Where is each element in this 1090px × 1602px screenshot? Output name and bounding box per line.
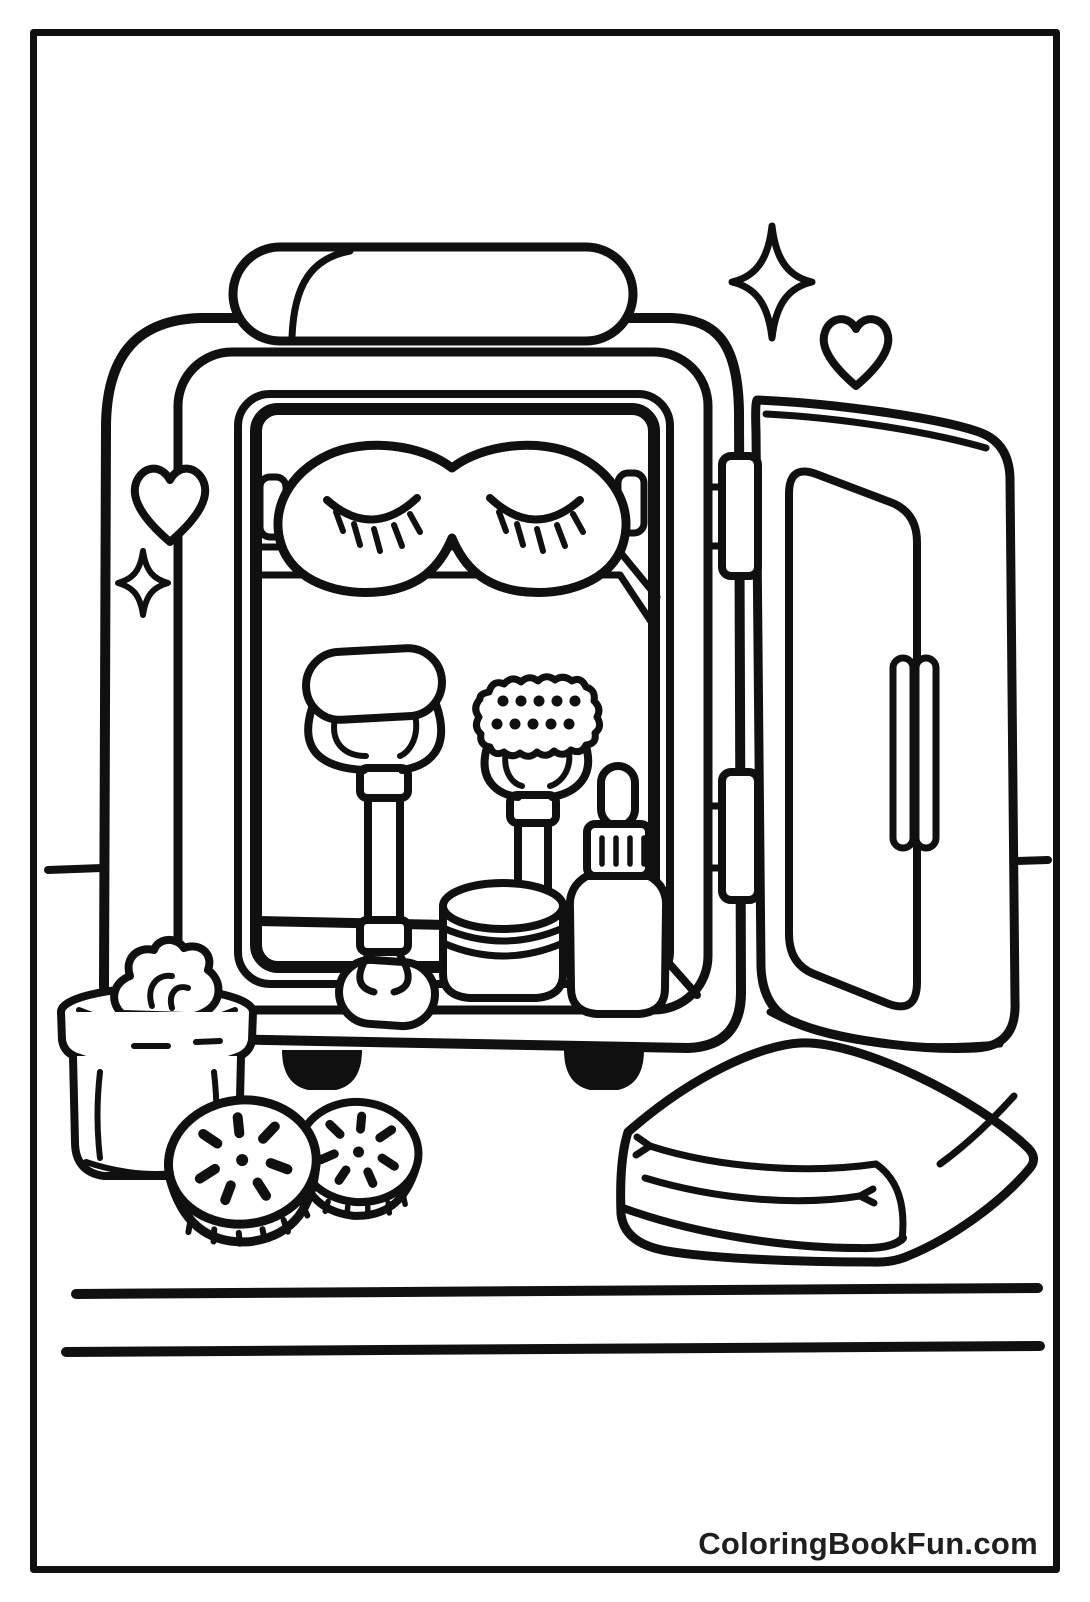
cucumber-slice-front (163, 1095, 321, 1247)
fridge-foot-right (564, 1050, 644, 1090)
heart-icon-right (819, 315, 893, 390)
towel-separator-line (619, 1204, 907, 1253)
mask-outline (273, 440, 631, 597)
towel-stack-outline (616, 1038, 1038, 1267)
serum-bottle (565, 762, 671, 1018)
fridge-lid-handle (228, 242, 638, 346)
table-lines (44, 856, 1052, 874)
towel-side-crease (936, 1092, 1018, 1168)
towel-roll-end (872, 1160, 907, 1244)
sleep-mask (256, 440, 648, 597)
towel-fold-line-2 (641, 1174, 864, 1205)
door-hinge-top (704, 452, 762, 580)
sparkle-icon-large (728, 222, 816, 342)
cream-jar-inside (439, 879, 567, 1002)
watermark-text: ColoringBookFun.com (698, 1526, 1038, 1561)
door-top-edge-line (762, 410, 990, 452)
fridge-door (704, 395, 1020, 1053)
derma-head (472, 673, 604, 760)
door-bottom-edge-line (766, 1008, 1004, 1051)
derma-head-dots (491, 695, 581, 730)
door-hinge-bottom (704, 768, 762, 904)
door-inner-panel (785, 467, 921, 1011)
door-handle (889, 654, 940, 852)
mini-fridge (99, 242, 747, 1090)
page-border-frame (30, 29, 1060, 1573)
closed-eye-left (323, 494, 423, 554)
towel-fold-line-1 (646, 1142, 880, 1173)
cucumber-seeds-front (194, 1112, 293, 1206)
counter-line-2 (61, 1341, 1045, 1357)
table-line-right (1013, 856, 1052, 865)
cucumber-seeds-back (316, 1111, 399, 1188)
fridge-face-outline (173, 347, 713, 1015)
table-line-left (44, 864, 106, 874)
serum-bottle-body (565, 872, 671, 1018)
roller-head (302, 644, 446, 724)
closed-eye-right (486, 494, 586, 554)
counter-line-1 (71, 1283, 1043, 1299)
jar-lid-top (439, 879, 567, 933)
folded-towels (616, 1038, 1038, 1267)
cap-ribs (599, 835, 647, 867)
sparkle-icon-small (115, 548, 171, 618)
jade-roller (302, 644, 446, 1031)
roller-head-small (335, 955, 439, 1031)
heart-icon-left (130, 464, 210, 546)
roller-shaft (364, 794, 404, 924)
lid-inner-line (288, 247, 354, 341)
open-cream-jar (57, 936, 257, 1180)
fridge-foot-left (282, 1050, 362, 1090)
counter-lines (61, 1283, 1045, 1357)
dropper-pipette (597, 762, 639, 830)
